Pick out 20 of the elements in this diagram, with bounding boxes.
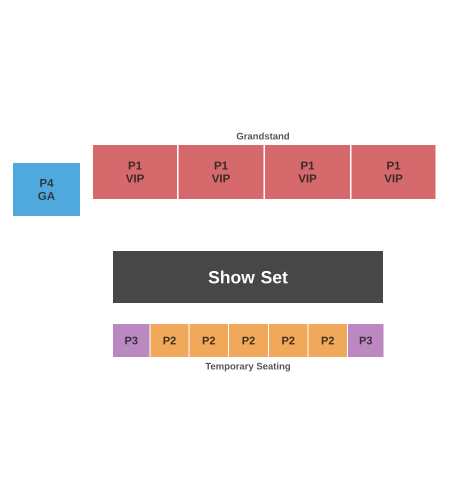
- node-label: P2: [322, 336, 334, 344]
- section-label: Temporary Seating: [205, 362, 290, 372]
- seating-section: P1 VIP: [178, 145, 264, 199]
- section-label: Grandstand: [236, 132, 290, 140]
- node-label: P2: [282, 336, 295, 344]
- stage-block: Show Set: [113, 251, 383, 303]
- node-label: P2: [242, 336, 255, 344]
- node-label: P2: [164, 336, 176, 344]
- seating-section: P4 GA: [13, 163, 80, 216]
- seating-section: P1 VIP: [265, 145, 350, 199]
- seating-section: P3: [113, 324, 150, 357]
- seating-section: P2: [229, 324, 268, 357]
- seating-section: P1 VIP: [352, 145, 436, 199]
- seating-section: P1 VIP: [93, 145, 177, 199]
- seating-section: P2: [269, 324, 308, 357]
- seating-section: P2: [308, 324, 347, 357]
- node-label: P2: [202, 336, 216, 344]
- seating-section: P3: [348, 324, 384, 357]
- seating-section: P2: [190, 324, 228, 357]
- seating-section: P2: [150, 324, 188, 357]
